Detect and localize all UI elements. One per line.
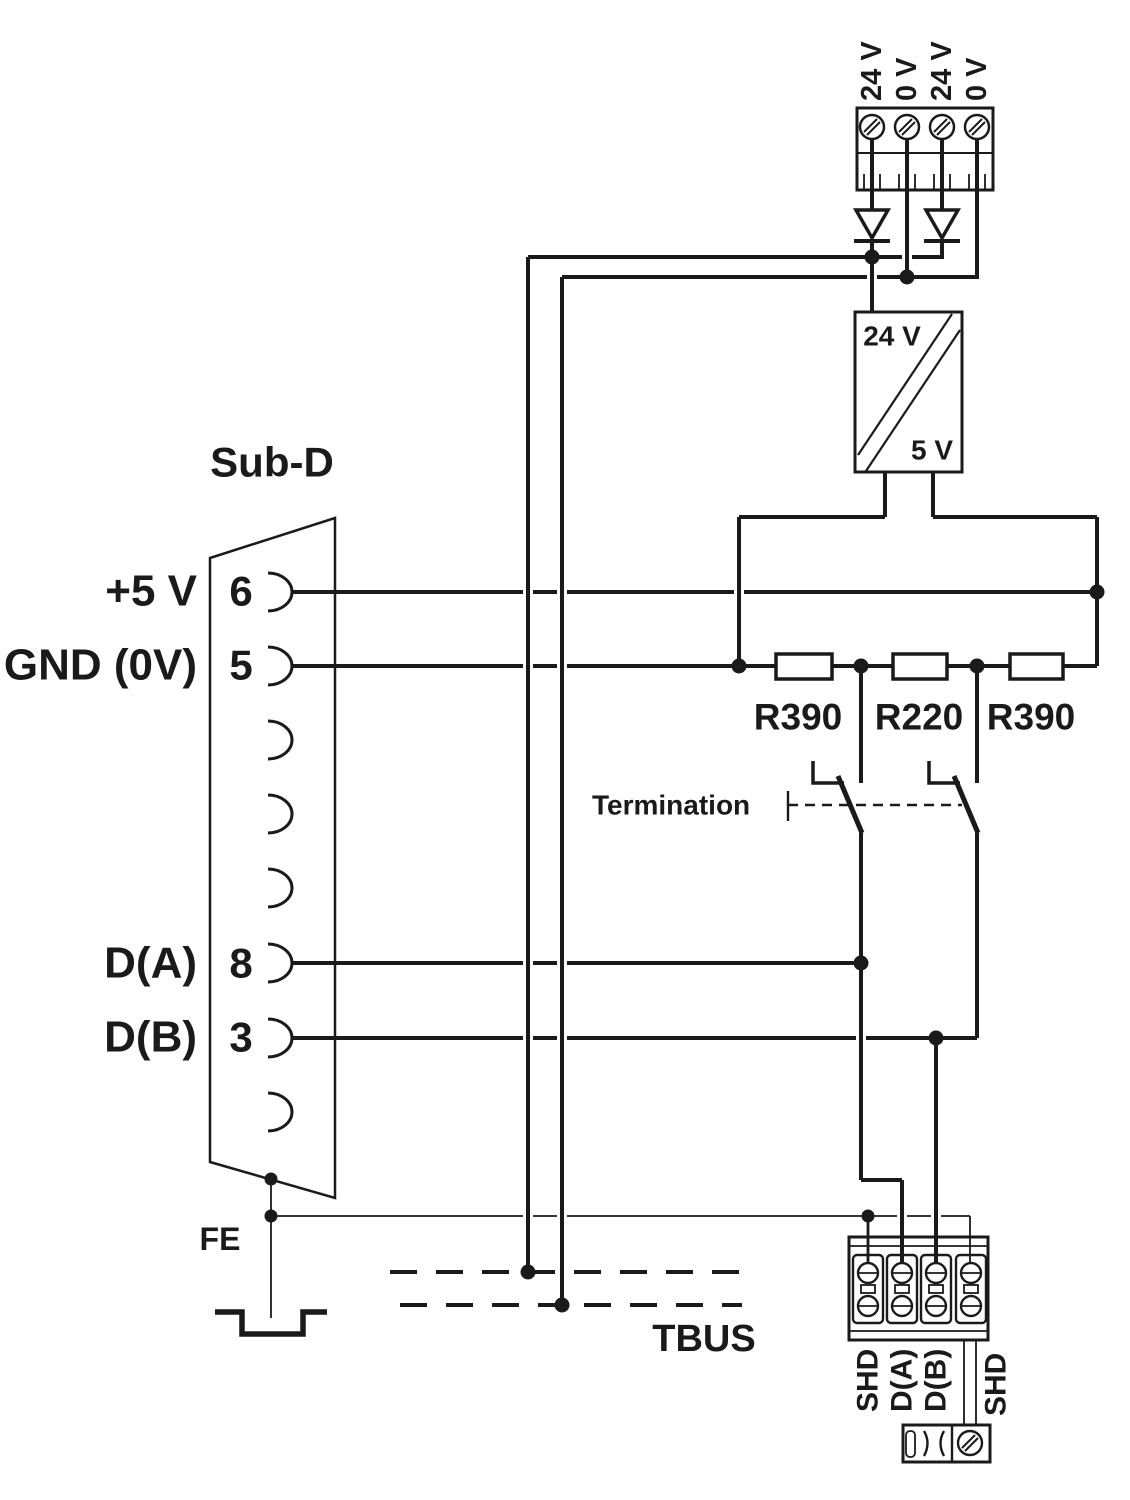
termination-label: Termination	[592, 790, 750, 821]
bottom-terminal-label: D(A)	[886, 1349, 919, 1412]
pin-signal-label: GND (0V)	[4, 641, 197, 690]
bottom-terminal-label: D(B)	[920, 1349, 953, 1412]
pin-socket	[267, 793, 294, 835]
shield-ground-component	[901, 1340, 992, 1464]
switch-contact	[811, 761, 844, 785]
power-supply	[853, 310, 964, 474]
pin-number: 5	[229, 642, 252, 689]
resistor-r220	[891, 652, 949, 681]
switch-lever	[835, 775, 865, 834]
sub-d-connector	[208, 516, 337, 1200]
diode-icon	[852, 208, 892, 242]
junction-dots	[264, 249, 1105, 1313]
diode-icon	[922, 208, 962, 242]
resistor-r390-right	[1008, 652, 1065, 681]
sub-d-shell	[208, 516, 337, 1200]
sub-d-title: Sub-D	[210, 439, 334, 486]
top-terminal-label: 24 V	[856, 41, 888, 101]
pin-5-socket	[267, 645, 294, 687]
din-rail-ground-icon	[215, 1309, 327, 1337]
pin-signal-label: D(A)	[104, 939, 197, 988]
pin-signal-label: D(B)	[104, 1013, 197, 1062]
pin-6-socket	[267, 571, 294, 613]
sub-d-pin-arcs	[267, 571, 294, 1133]
pin-number: 6	[229, 568, 252, 615]
switch-contact	[927, 761, 960, 785]
screw-slot-lines	[858, 1272, 981, 1307]
top-terminal-label: 0 V	[961, 57, 993, 101]
terminal-screw-icon	[956, 1429, 984, 1457]
tbus-label: TBUS	[652, 1318, 755, 1360]
resistor-label: R220	[875, 697, 963, 738]
top-terminal-label: 24 V	[926, 41, 958, 101]
pin-socket	[267, 719, 294, 761]
pin-socket	[267, 867, 294, 909]
screw-slot-icon	[863, 118, 986, 136]
pin-8-socket	[267, 942, 294, 984]
bottom-terminal-block	[847, 1235, 990, 1342]
diodes	[852, 139, 979, 279]
pin-socket	[267, 1091, 294, 1133]
resistor-network	[774, 652, 1065, 681]
spark-gap-icon	[922, 1430, 929, 1457]
terminal-slot-ticks	[863, 174, 986, 190]
top-terminal-block	[855, 106, 995, 192]
pin-number: 3	[229, 1014, 252, 1061]
resistor-label: R390	[754, 697, 842, 738]
supply-output-label: 5 V	[911, 435, 953, 466]
fe-network	[215, 1179, 970, 1337]
supply-input-label: 24 V	[863, 321, 921, 352]
resistor-r390-left	[774, 652, 834, 681]
top-terminal-label: 0 V	[891, 57, 923, 101]
pin-signal-label: +5 V	[105, 567, 197, 616]
bottom-terminal-label: SHD	[852, 1349, 885, 1412]
pin-number: 8	[229, 940, 252, 987]
pin-3-socket	[267, 1017, 294, 1059]
resistor-label: R390	[987, 697, 1075, 738]
vertical-wires	[526, 139, 971, 1305]
bottom-terminal-label: SHD	[980, 1353, 1013, 1416]
power-supply-body	[853, 310, 964, 474]
labels: 24 V 0 V 24 V 0 V 24 V 5 V Sub-D +5 V GN…	[4, 41, 1075, 1416]
fe-label: FE	[200, 1221, 241, 1257]
tbus-dashed-lines	[390, 1270, 742, 1307]
switch-lever	[951, 775, 981, 834]
spark-gap-icon	[939, 1430, 946, 1457]
termination-switches	[786, 666, 981, 1038]
shield-component-body	[901, 1423, 992, 1464]
